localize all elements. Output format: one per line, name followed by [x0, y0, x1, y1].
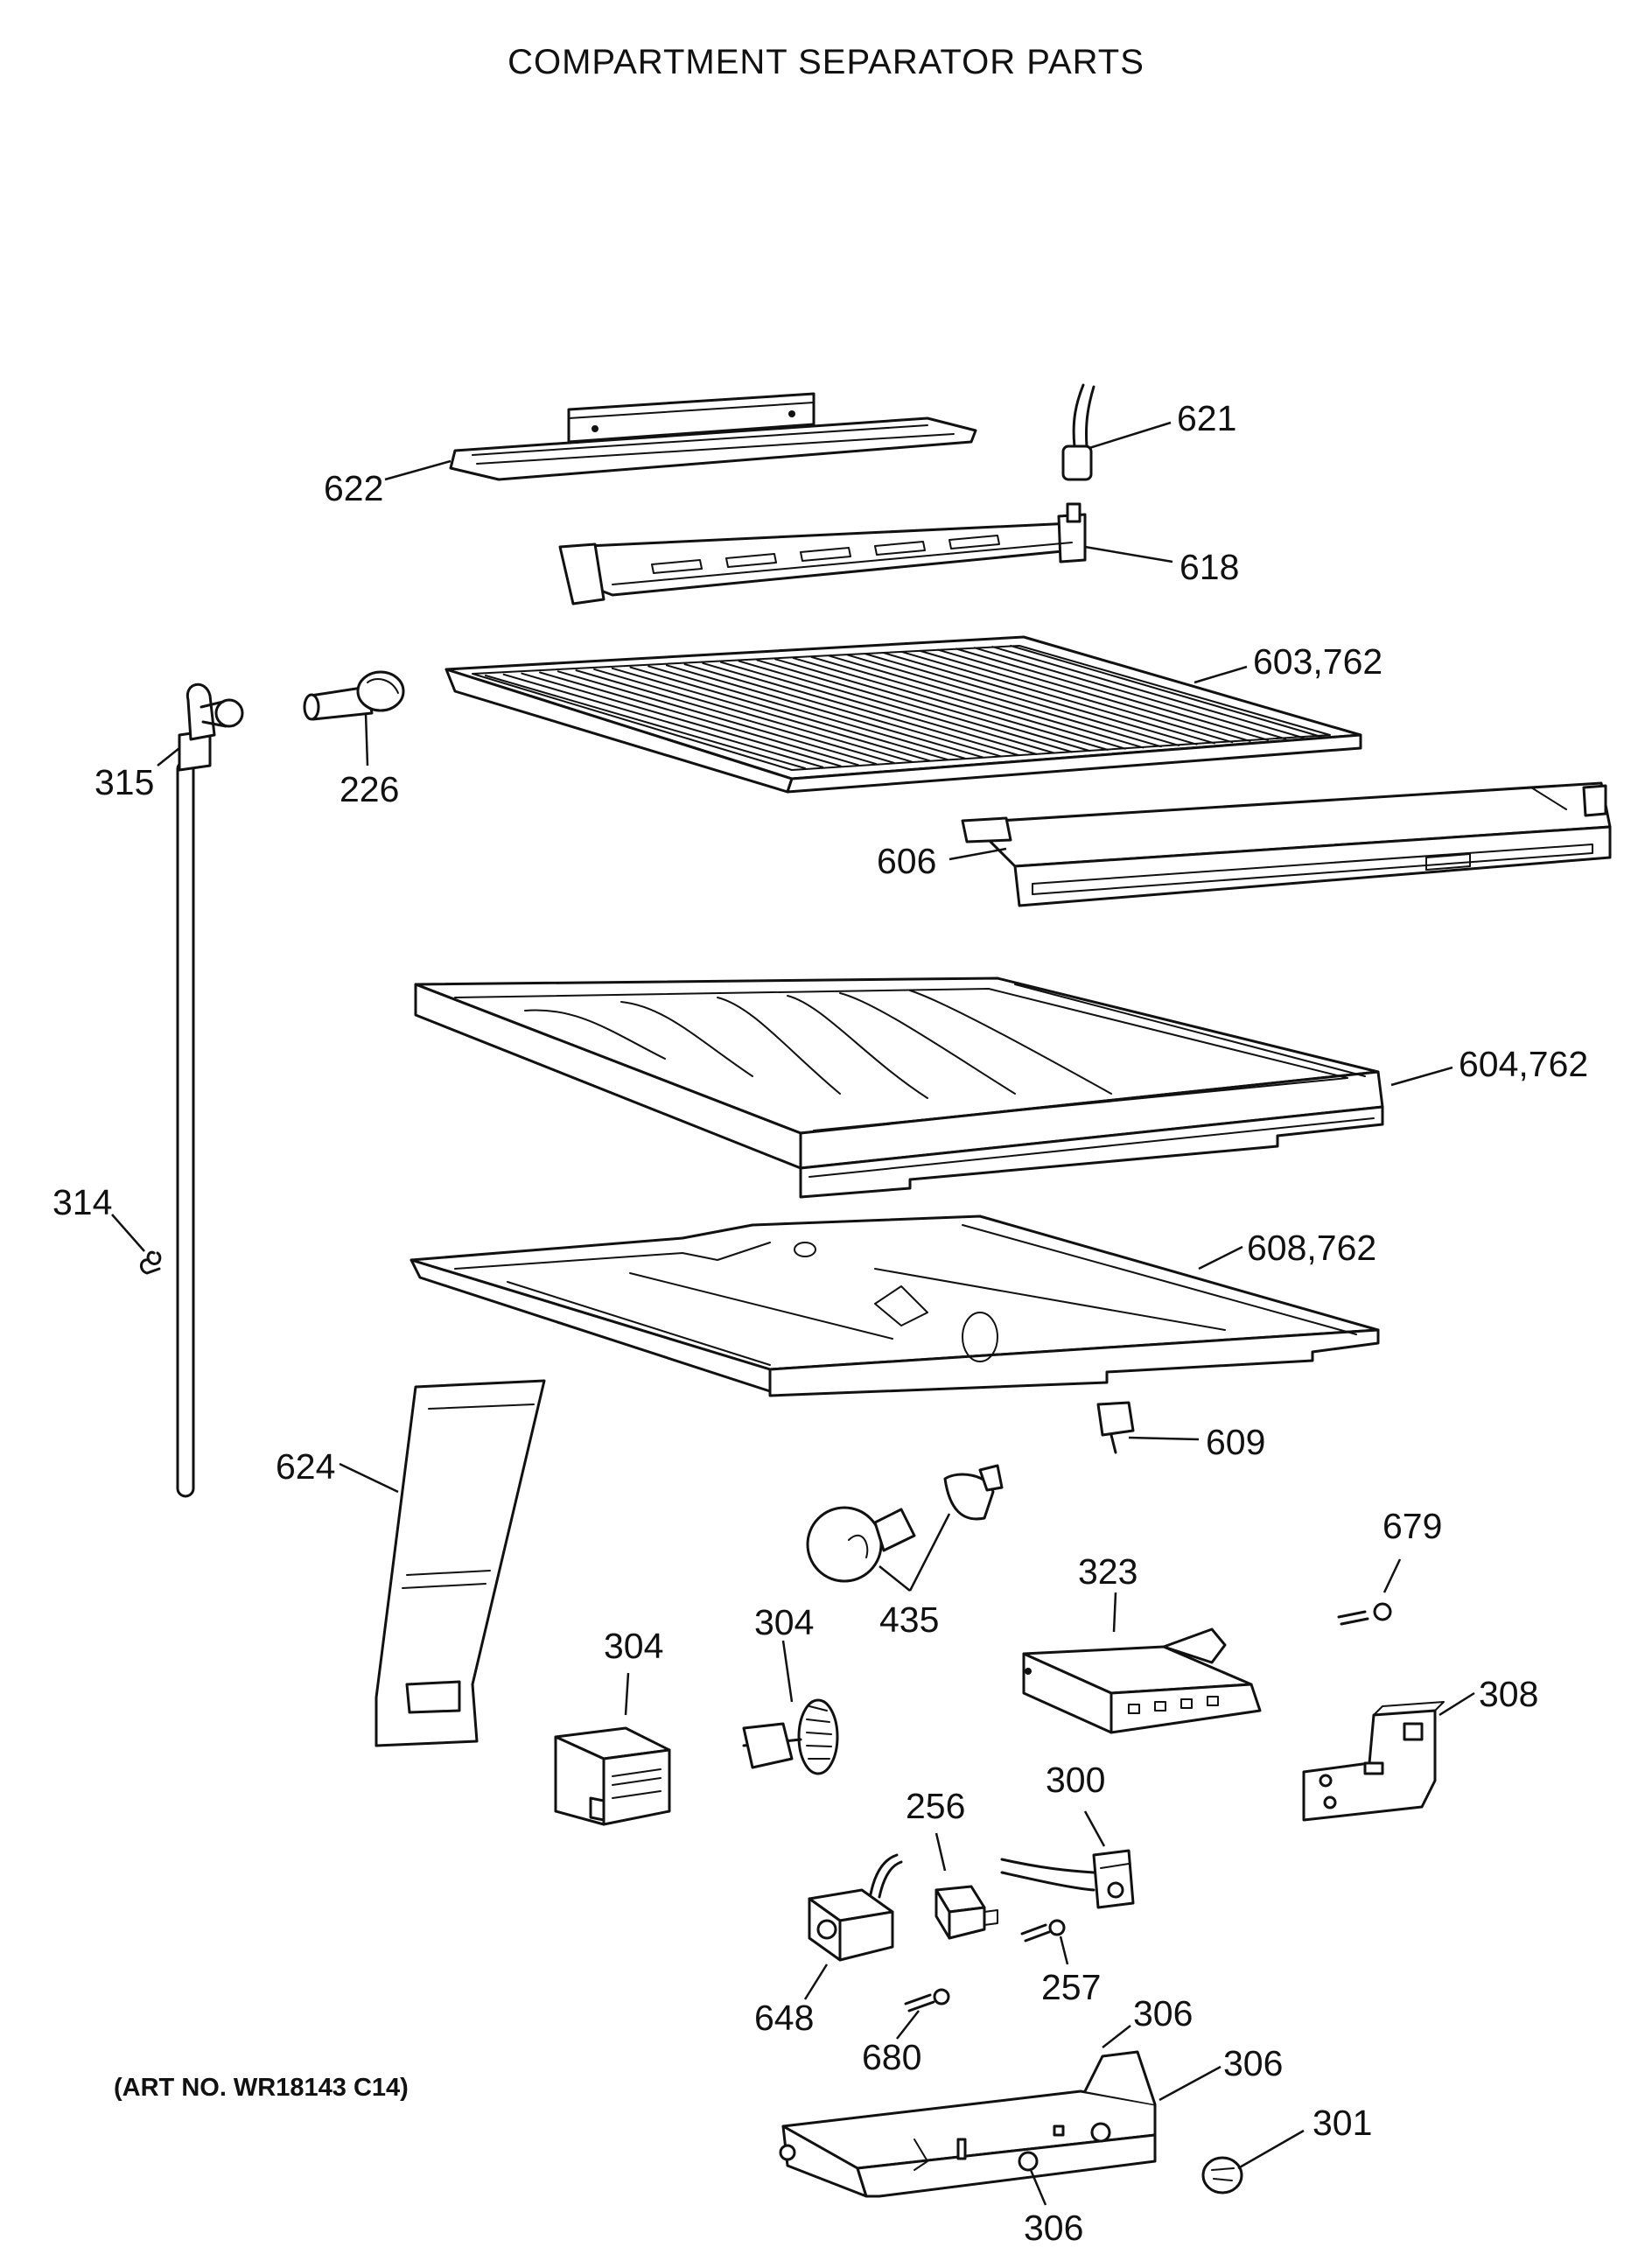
- callout-300: 300: [1046, 1760, 1105, 1800]
- shelf-wire: [846, 654, 1162, 748]
- callout-648: 648: [754, 1998, 814, 2038]
- callout-306b: 306: [1223, 2043, 1283, 2083]
- callout-314: 314: [52, 1182, 112, 1222]
- shelf-wire: [521, 672, 842, 767]
- art-number: (ART NO. WR18143 C14): [114, 2074, 409, 2102]
- part-315-rod: [176, 682, 244, 1498]
- callout-304a: 304: [604, 1626, 663, 1666]
- shelf-wire: [556, 670, 878, 766]
- part-323-box: [1022, 1628, 1262, 1734]
- shelf-wire: [719, 661, 1038, 755]
- callout-256: 256: [906, 1786, 965, 1826]
- callout-622: 622: [324, 468, 383, 508]
- callout-308: 308: [1479, 1674, 1538, 1714]
- shelf-wire: [955, 648, 1269, 741]
- shelf-wire: [774, 658, 1091, 752]
- callout-608: 608,762: [1247, 1228, 1376, 1268]
- part-618-shield: [558, 502, 1087, 606]
- shelf-wire: [829, 654, 1144, 749]
- part-256-switch: [934, 1885, 998, 1940]
- callout-226: 226: [340, 769, 399, 809]
- part-608-pan: [410, 1214, 1380, 1397]
- part-603-shelf: [444, 635, 1362, 794]
- part-304a-housing: [554, 1726, 671, 1826]
- callout-603: 603,762: [1253, 641, 1382, 682]
- part-300-thermostat: [1000, 1849, 1135, 1909]
- callout-680: 680: [862, 2037, 921, 2077]
- shelf-wire: [864, 653, 1180, 746]
- callout-624: 624: [276, 1446, 335, 1487]
- part-624-channel: [374, 1379, 546, 1747]
- shelf-wire: [593, 668, 914, 763]
- part-314-clip: [140, 1250, 162, 1275]
- part-680-screw: [904, 1988, 950, 2012]
- callout-679: 679: [1382, 1506, 1442, 1546]
- part-306-housing: [779, 2050, 1157, 2198]
- part-604-cover: [414, 976, 1384, 1199]
- shelf-wire: [756, 659, 1074, 753]
- leader-lines: [111, 421, 1475, 2206]
- shelf-wire: [575, 669, 895, 764]
- shelf-wire: [991, 646, 1305, 739]
- part-257-screw: [1020, 1919, 1066, 1942]
- callout-304b: 304: [754, 1602, 814, 1642]
- callout-606: 606: [877, 841, 936, 881]
- part-648-motor: [808, 1853, 903, 1962]
- part-226-knob: [303, 670, 405, 721]
- callout-labels: 622 621 618 603,762 315 226 606 604,762 …: [52, 398, 1588, 2248]
- callout-306a: 306: [1133, 1993, 1193, 2034]
- part-435-bulb: [806, 1464, 1004, 1583]
- part-606-front: [961, 781, 1612, 907]
- shelf-wire: [973, 647, 1287, 740]
- shelf-wire: [810, 655, 1127, 750]
- callout-435: 435: [879, 1600, 939, 1640]
- shelf-wire: [629, 666, 948, 761]
- shelf-wire: [883, 652, 1198, 746]
- shelf-wire: [539, 671, 860, 766]
- shelf-wire: [683, 663, 1002, 758]
- shelf-wire: [502, 673, 824, 768]
- callout-621: 621: [1177, 398, 1236, 438]
- shelf-wire: [702, 662, 1020, 757]
- part-622-cover: [449, 392, 977, 481]
- part-609-clip: [1096, 1401, 1135, 1454]
- callout-306c: 306: [1024, 2208, 1083, 2248]
- shelf-wire: [648, 665, 967, 760]
- shelf-wire: [611, 667, 931, 762]
- callout-609: 609: [1206, 1422, 1265, 1462]
- shelf-wire: [665, 664, 984, 759]
- callout-604: 604,762: [1459, 1044, 1588, 1084]
- part-304b-dial: [742, 1698, 839, 1775]
- part-308-bracket: [1302, 1701, 1445, 1822]
- shelf-wire: [738, 660, 1055, 754]
- callout-301: 301: [1312, 2103, 1372, 2143]
- part-301-knob: [1201, 2156, 1243, 2194]
- diagram-title: COMPARTMENT SEPARATOR PARTS: [508, 43, 1144, 81]
- shelf-wire: [900, 651, 1215, 745]
- callout-257: 257: [1041, 1967, 1101, 2007]
- callout-315: 315: [94, 762, 154, 802]
- shelf-wire: [919, 649, 1234, 744]
- callout-618: 618: [1180, 547, 1239, 587]
- shelf-wire: [792, 657, 1109, 751]
- callout-323: 323: [1078, 1551, 1138, 1592]
- part-679-screw: [1337, 1602, 1392, 1626]
- part-621-tube: [1061, 383, 1096, 481]
- shelf-wire: [1010, 645, 1322, 738]
- shelf-wire: [937, 648, 1251, 742]
- shelf-wire: [485, 675, 806, 769]
